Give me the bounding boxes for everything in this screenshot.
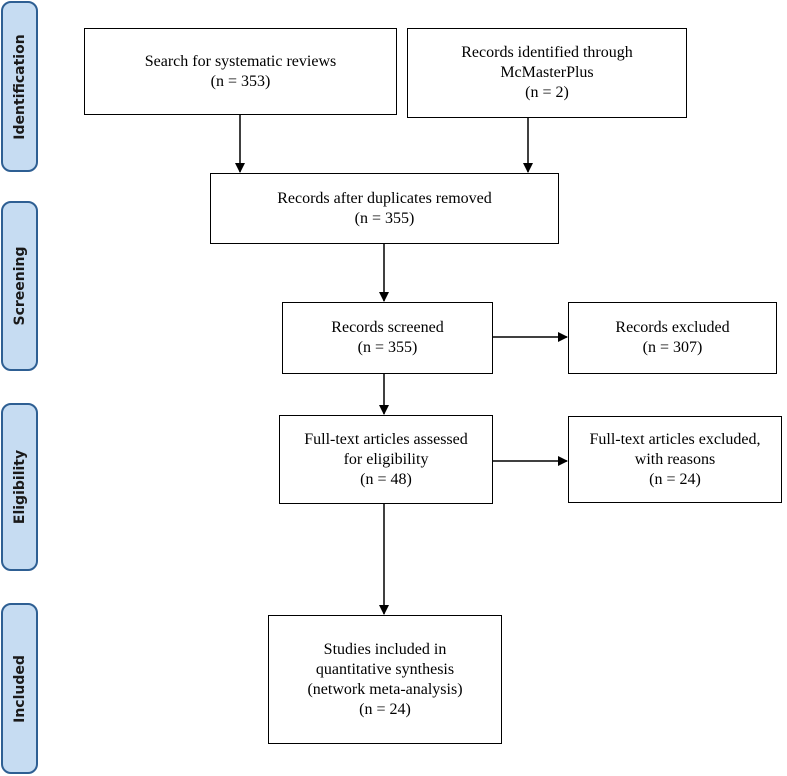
box-line: with reasons xyxy=(634,450,716,468)
stage-tab-included: Included xyxy=(1,603,38,774)
box-count: (n = 307) xyxy=(642,339,703,356)
box-line: Records identified through xyxy=(461,44,633,61)
stage-tab-identification: Identification xyxy=(1,1,38,172)
box-count: (n = 24) xyxy=(359,700,411,718)
box-count: (n = 24) xyxy=(649,470,701,488)
box-line: Records excluded xyxy=(615,319,730,336)
box-line: Full-text articles assessed xyxy=(304,430,468,448)
box-line: McMasterPlus xyxy=(500,64,594,81)
stage-tab-eligibility: Eligibility xyxy=(1,403,38,571)
box-line: for eligibility xyxy=(343,450,429,468)
box-records-screened: Records screened (n = 355) xyxy=(282,302,493,374)
box-fulltext-assessed: Full-text articles assessed for eligibil… xyxy=(279,415,493,504)
box-line: Records screened xyxy=(331,319,444,336)
box-studies-included: Studies included in quantitative synthes… xyxy=(268,615,502,744)
box-count: (n = 355) xyxy=(354,209,415,227)
box-count: (n = 48) xyxy=(360,470,412,488)
box-line: Studies included in xyxy=(323,640,447,658)
box-duplicates-removed: Records after duplicates removed (n = 35… xyxy=(210,173,559,244)
box-records-mcmasterplus: Records identified through McMasterPlus … xyxy=(407,28,687,118)
box-records-excluded: Records excluded (n = 307) xyxy=(568,302,777,374)
box-line: Search for systematic reviews xyxy=(144,52,337,70)
box-count: (n = 2) xyxy=(525,84,569,101)
box-line: Records after duplicates removed xyxy=(277,189,492,207)
box-line: Full-text articles excluded, xyxy=(589,430,761,448)
stage-tab-screening: Screening xyxy=(1,201,38,371)
box-count: (n = 355) xyxy=(357,339,418,356)
box-line: quantitative synthesis xyxy=(315,660,455,678)
box-search-systematic-reviews: Search for systematic reviews (n = 353) xyxy=(84,28,397,115)
box-count: (n = 353) xyxy=(210,72,271,90)
box-fulltext-excluded: Full-text articles excluded, with reason… xyxy=(568,416,782,503)
box-line: (network meta-analysis) xyxy=(307,680,463,698)
